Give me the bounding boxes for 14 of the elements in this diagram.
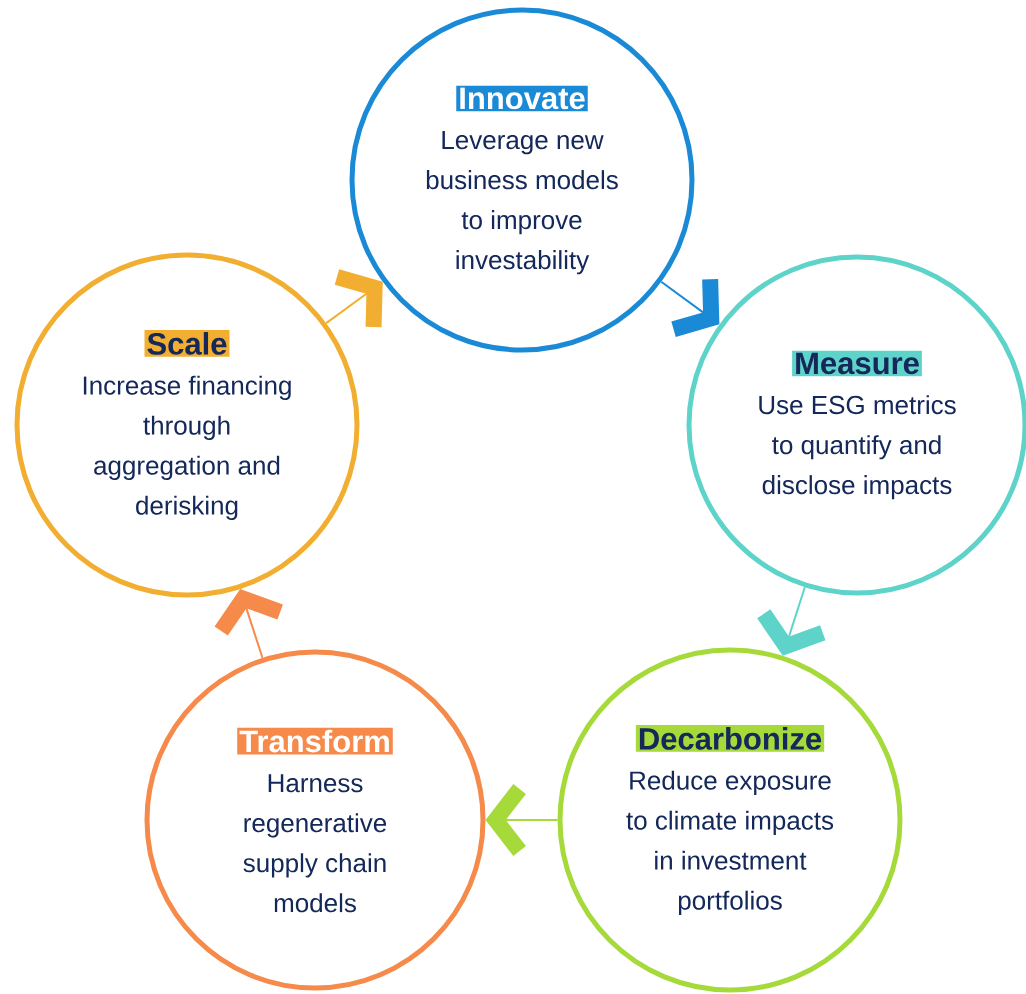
step-description: Increase financing through aggregation and derisking — [83, 375, 291, 520]
step-description: Use ESG metrics to quantify and disclose impacts — [759, 395, 956, 500]
step-heading: Decarbonize — [635, 725, 825, 752]
step-heading: Transform — [237, 727, 393, 755]
step-heading: Scale — [144, 330, 230, 357]
step-circle — [349, 7, 695, 353]
step-heading: Innovate — [456, 85, 588, 112]
step-circle — [14, 252, 360, 598]
step-description: Harness regenerative supply chain models — [243, 774, 387, 913]
step-circle — [144, 649, 486, 991]
step-heading: Measure — [792, 350, 922, 377]
step-description: Leverage new business models to improve investability — [426, 131, 618, 275]
step-circle — [557, 647, 903, 993]
step-description: Reduce exposure to climate impacts in investment portfolios — [626, 770, 834, 915]
